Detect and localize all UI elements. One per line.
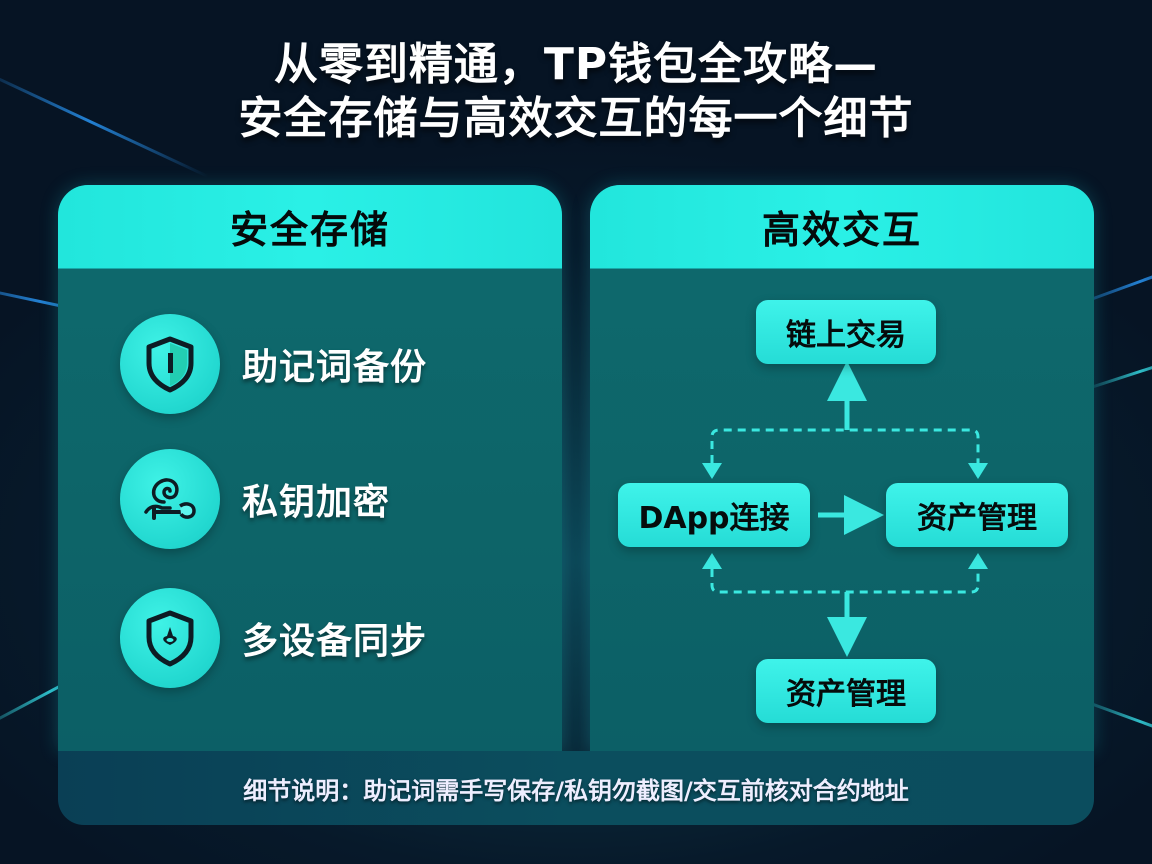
flow-node-asset-management-bottom: 资产管理 xyxy=(756,659,936,723)
panel-header: 安全存储 xyxy=(58,185,562,269)
title-line-2: 安全存储与高效交互的每一个细节 xyxy=(238,93,914,144)
feature-item-multi-device-sync: 多设备同步 xyxy=(120,588,427,688)
efficient-interaction-panel: 高效交互 链上交易 DApp连接 资产管理 资产管理 xyxy=(590,185,1094,751)
flow-node-asset-management: 资产管理 xyxy=(886,483,1068,547)
panel-header: 高效交互 xyxy=(590,185,1094,269)
shield-diamond-icon xyxy=(120,588,220,688)
flow-connectors xyxy=(702,361,988,657)
title-line-1: 从零到精通，TP钱包全攻略— xyxy=(273,39,879,90)
secure-storage-panel: 安全存储 助记词备份 私钥加密 xyxy=(58,185,562,751)
arrow-down-icon xyxy=(702,463,722,479)
feature-item-mnemonic-backup: 助记词备份 xyxy=(120,314,427,414)
panel-heading: 高效交互 xyxy=(761,208,922,252)
caption-text: 细节说明：助记词需手写保存/私钥勿截图/交互前核对合约地址 xyxy=(243,776,909,805)
flow-node-dapp-connection: DApp连接 xyxy=(618,483,810,547)
key-swirl-icon xyxy=(120,449,220,549)
arrow-up-icon xyxy=(968,553,988,569)
feature-label: 多设备同步 xyxy=(242,621,428,662)
feature-label: 私钥加密 xyxy=(242,482,391,523)
arrow-down-icon xyxy=(968,463,988,479)
panel-heading: 安全存储 xyxy=(229,208,390,252)
page-title: 从零到精通，TP钱包全攻略— 安全存储与高效交互的每一个细节 xyxy=(0,38,1152,146)
feature-item-private-key-encryption: 私钥加密 xyxy=(120,449,390,549)
detail-caption: 细节说明：助记词需手写保存/私钥勿截图/交互前核对合约地址 xyxy=(58,751,1094,825)
flow-node-onchain-transaction: 链上交易 xyxy=(756,300,936,364)
arrow-up-icon xyxy=(702,553,722,569)
shield-icon xyxy=(120,314,220,414)
feature-label: 助记词备份 xyxy=(242,347,428,388)
